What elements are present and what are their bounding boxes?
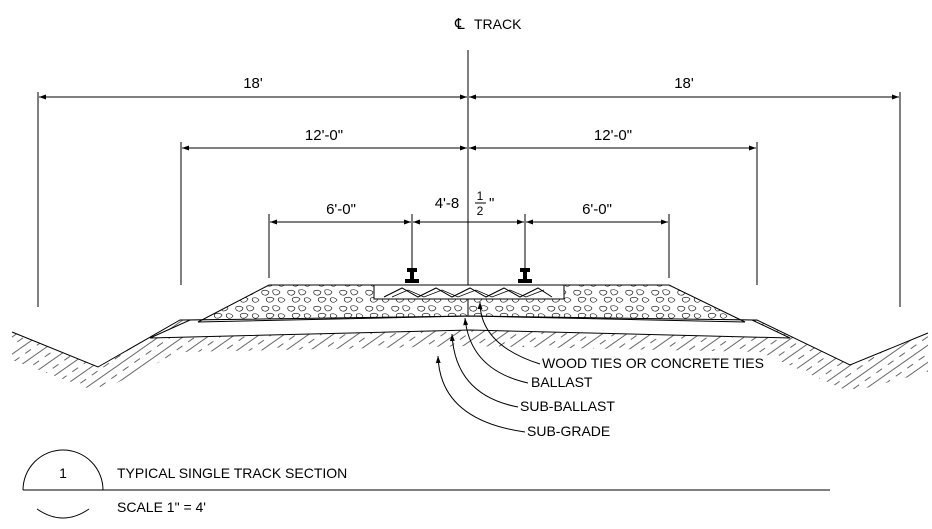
dim-gauge-numerator: 1 [477, 189, 484, 203]
dim-gauge-denominator: 2 [477, 204, 484, 218]
centerline-text: TRACK [474, 16, 522, 32]
ballast-layer [197, 284, 746, 323]
sub-ballast-layer [149, 315, 791, 339]
dim-outer-right: 18' [674, 75, 694, 92]
centerline-label: ℄ TRACK [454, 16, 522, 33]
callout-leaders [435, 301, 541, 433]
tie-pattern [383, 287, 553, 298]
dim-outer-left: 18' [243, 75, 263, 92]
detail-bubble-top [22, 449, 104, 491]
leader-ballast [463, 317, 529, 384]
dim-inner-left: 6'-0" [326, 201, 356, 218]
detail-scale: SCALE 1" = 4' [117, 499, 206, 515]
dim-middle-left: 12'-0" [305, 127, 343, 144]
dim-inner-right: 6'-0" [582, 201, 612, 218]
dim-gauge-inch-mark: " [489, 195, 494, 212]
extension-lines [37, 92, 901, 307]
leader-sub-grade [435, 355, 526, 433]
tie-pattern-inner [391, 289, 545, 298]
leader-ties [477, 301, 541, 365]
dim-middle-right: 12'-0" [594, 127, 632, 144]
dim-gauge: 4'-8 1 2 " [435, 189, 495, 218]
detail-number: 1 [59, 465, 67, 481]
leader-sub-ballast [449, 333, 519, 408]
callout-sub-ballast: SUB-BALLAST [520, 398, 615, 414]
rail-left [405, 268, 419, 283]
callout-ballast: BALLAST [531, 374, 593, 390]
detail-bubble-bottom [36, 508, 90, 519]
dimension-lines [39, 94, 899, 225]
callout-sub-grade: SUB-GRADE [527, 423, 610, 439]
callout-ties: WOOD TIES OR CONCRETE TIES [542, 355, 764, 371]
detail-title: TYPICAL SINGLE TRACK SECTION [117, 465, 347, 481]
title-block: 1 TYPICAL SINGLE TRACK SECTION SCALE 1" … [22, 449, 830, 519]
sub-grade-hatch [12, 318, 928, 392]
dim-gauge-main: 4'-8 [435, 195, 460, 212]
rail-right [518, 268, 532, 283]
centerline-symbol: ℄ [454, 16, 465, 33]
